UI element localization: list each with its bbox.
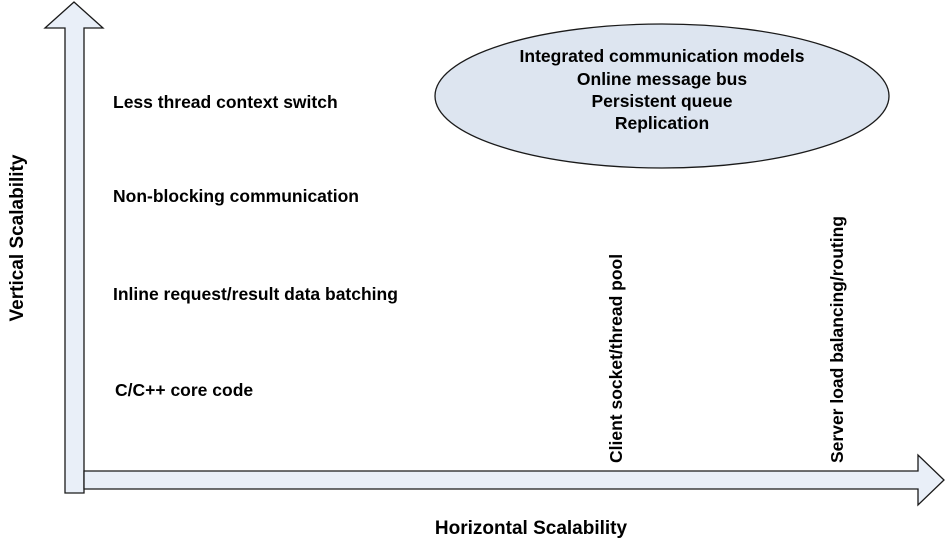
horizontal-axis-arrow — [83, 453, 945, 507]
vertical-item-thread-context: Less thread context switch — [113, 92, 338, 112]
ellipse-line-integrated-models: Integrated communication models — [520, 46, 805, 66]
horizontal-item-server-balancing: Server load balancing/routing — [827, 216, 847, 463]
vertical-axis-arrow — [43, 1, 105, 494]
combined-capabilities-ellipse — [434, 23, 890, 169]
y-axis-title: Vertical Scalability — [7, 154, 28, 321]
vertical-item-non-blocking: Non-blocking communication — [113, 186, 359, 206]
vertical-item-core-code: C/C++ core code — [115, 380, 253, 400]
vertical-item-data-batching: Inline request/result data batching — [113, 284, 398, 304]
ellipse-line-message-bus: Online message bus — [577, 69, 747, 89]
ellipse-line-persistent-queue: Persistent queue — [591, 91, 732, 111]
ellipse-line-replication: Replication — [615, 113, 709, 133]
horizontal-item-client-pool: Client socket/thread pool — [606, 254, 626, 463]
x-axis-title: Horizontal Scalability — [435, 518, 628, 539]
